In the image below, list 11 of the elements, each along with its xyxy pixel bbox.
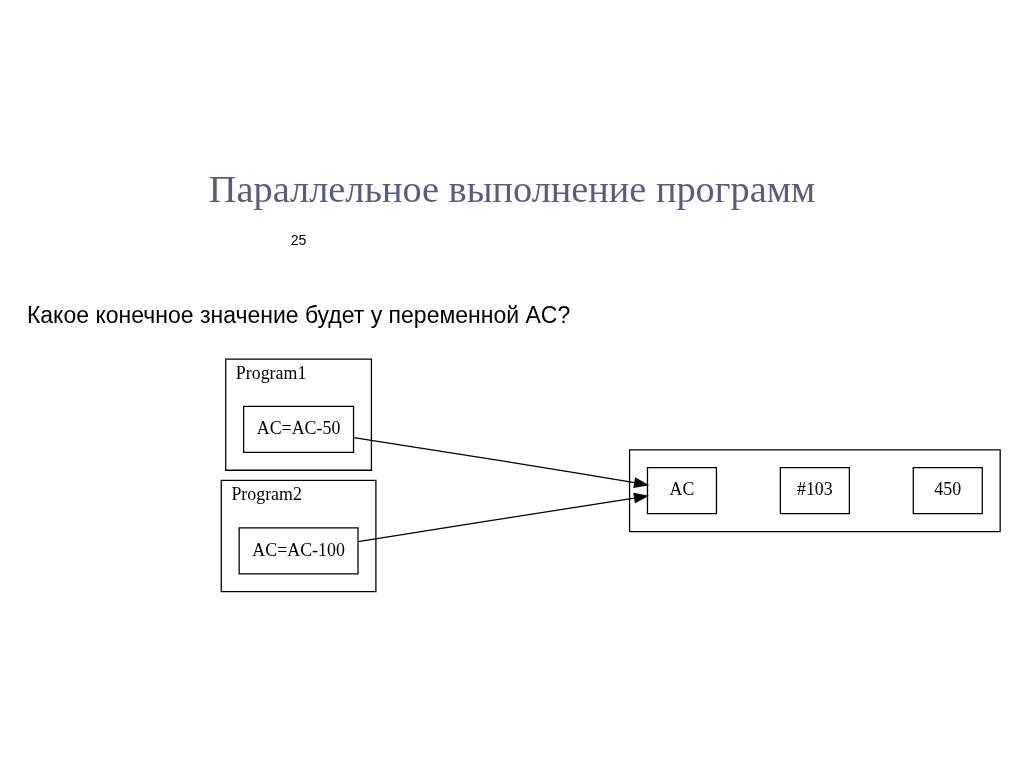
arrow	[353, 436, 650, 488]
node-box: AC=AC-100	[238, 526, 359, 574]
arrow	[357, 492, 650, 542]
diagram-title: Параллельное выполнение программ	[208, 167, 816, 210]
cluster	[628, 448, 1001, 532]
node-box: AC	[646, 466, 718, 514]
label: 25	[290, 231, 307, 248]
node-box: 450	[912, 466, 983, 514]
label: Какое конечное значение будет у переменной AC?	[26, 301, 571, 328]
node-box: AC=AC-50	[243, 405, 355, 453]
node-box: #103	[779, 466, 850, 514]
